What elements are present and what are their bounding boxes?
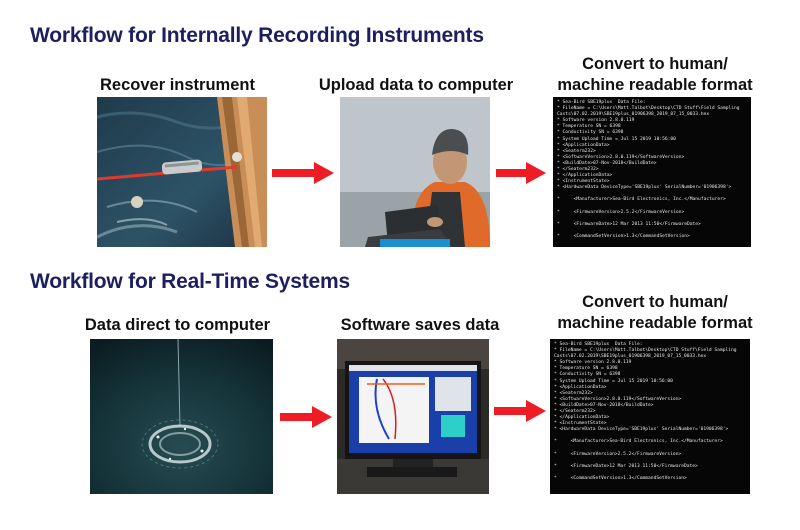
section-title-internal-recording: Workflow for Internally Recording Instru… — [30, 24, 484, 47]
terminal-line: * <CommandSetVersion>1.3</CommandSetVers… — [554, 475, 687, 481]
terminal-line: * <ApplicationData> — [557, 142, 610, 148]
terminal-line: * FileName = C:\Users\Matt.Talbot\Deskto… — [557, 106, 740, 112]
terminal-line: * <Seaterm232> — [557, 148, 596, 154]
terminal-line: * <BuildDate>07-Nov-2018</BuildDate> — [557, 160, 657, 166]
terminal-line: * <FirmwareVersion>2.5.2</FirmwareVersio… — [557, 209, 685, 215]
terminal-line: * <InstrumentState> — [557, 179, 610, 185]
terminal-line: Casts\07.02.2019\SBE19plus_01906398_2019… — [554, 354, 707, 360]
step-label-line: Convert to human/ — [582, 293, 728, 311]
terminal-line: * <ApplicationData> — [554, 384, 607, 390]
terminal-line: * <InstrumentState> — [554, 421, 607, 427]
step-label-recover-instrument: Recover instrument — [100, 76, 255, 94]
step-label-upload-data: Upload data to computer — [318, 76, 514, 94]
terminal-line: * <FirmwareDate>12 Mar 2013 11:50</Firmw… — [557, 221, 701, 227]
instrument-recovery-photo — [97, 97, 267, 247]
terminal-line: * </ApplicationData> — [557, 173, 613, 179]
step-label-line: machine readable format — [557, 76, 753, 94]
step-label-convert-format-1: Convert to human/ machine readable forma… — [548, 54, 762, 96]
step-label-line: machine readable format — [557, 314, 753, 332]
terminal-line: * <SoftwareVersion>2.8.0.119</SoftwareVe… — [554, 396, 682, 402]
terminal-line: * Sea-Bird SBE19plus Data File: — [554, 342, 643, 347]
terminal-line: * <SoftwareVersion>2.8.0.119</SoftwareVe… — [557, 154, 685, 160]
terminal-line: * <Manufacturer>Sea-Bird Electronics, In… — [554, 439, 723, 445]
terminal-line: * Temperature SN = 6398 — [557, 124, 621, 130]
terminal-line: * <HardwareData DeviceType='SBE19plus' S… — [557, 185, 732, 191]
terminal-line: * <BuildDate>07-Nov-2018</BuildDate> — [554, 402, 654, 408]
computer-monitor-software-photo — [337, 339, 489, 494]
terminal-line: * Temperature SN = 6398 — [554, 366, 618, 372]
step-label-software-saves: Software saves data — [340, 316, 500, 334]
person-with-laptop-photo — [340, 97, 490, 247]
hex-file-terminal: * Sea-Bird SBE19plus Data File:* FileNam… — [550, 339, 750, 494]
terminal-line: * Software version 2.8.0.119 — [554, 360, 632, 366]
terminal-line: * <FirmwareDate>12 Mar 2013 11:50</Firmw… — [554, 463, 698, 469]
terminal-line: * FileName = C:\Users\Matt.Talbot\Deskto… — [554, 348, 737, 354]
arrow-right-icon — [280, 406, 332, 428]
terminal-line: * Conductivity SN = 6398 — [554, 372, 621, 378]
terminal-line: * </Seaterm232> — [554, 409, 596, 415]
step-label-convert-format-2: Convert to human/ machine readable forma… — [548, 292, 762, 334]
terminal-line: * </ApplicationData> — [554, 415, 610, 421]
terminal-line: * <Manufacturer>Sea-Bird Electronics, In… — [557, 197, 726, 203]
arrow-right-icon — [496, 162, 546, 184]
terminal-line: * Conductivity SN = 6398 — [557, 130, 624, 136]
hex-file-terminal: * Sea-Bird SBE19plus Data File:* FileNam… — [553, 97, 751, 247]
terminal-line: * <HardwareData DeviceType='SBE19plus' S… — [554, 427, 729, 433]
terminal-line: * <CommandSetVersion>1.3</CommandSetVers… — [557, 233, 690, 239]
step-label-line: Convert to human/ — [582, 55, 728, 73]
terminal-line: * Sea-Bird SBE19plus Data File: — [557, 100, 646, 105]
section-title-real-time: Workflow for Real-Time Systems — [30, 270, 350, 293]
terminal-line: * </Seaterm232> — [557, 167, 599, 173]
terminal-line: * Software version 2.8.0.119 — [557, 118, 635, 124]
terminal-line: * <FirmwareVersion>2.5.2</FirmwareVersio… — [554, 451, 682, 457]
terminal-line: * System Upload Time = Jul 15 2019 10:56… — [554, 378, 673, 384]
step-label-data-direct: Data direct to computer — [84, 316, 271, 334]
terminal-line: Casts\07.02.2019\SBE19plus_01906398_2019… — [557, 112, 710, 118]
terminal-line: * System Upload Time = Jul 15 2019 10:56… — [557, 136, 676, 142]
terminal-line: * <Seaterm232> — [554, 390, 593, 396]
arrow-right-icon — [272, 162, 334, 184]
underwater-instrument-photo — [90, 339, 273, 494]
arrow-right-icon — [494, 400, 546, 422]
